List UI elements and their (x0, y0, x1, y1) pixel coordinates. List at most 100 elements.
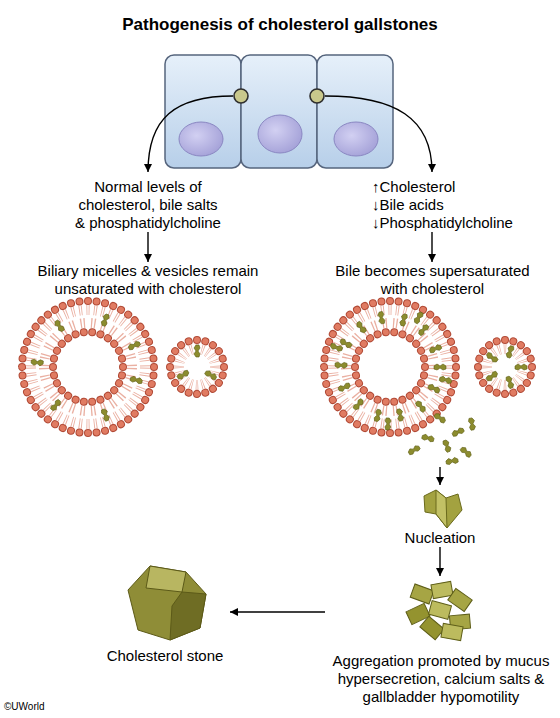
phospholipid-heads (478, 340, 532, 394)
cholesterol-molecule (421, 434, 434, 443)
cell-nucleus (179, 122, 223, 156)
phospholipid-heads (22, 301, 154, 433)
cholesterol-molecule (130, 375, 143, 384)
cholesterol-molecule (176, 369, 189, 380)
cell-nucleus (334, 122, 378, 156)
cholesterol-molecule (385, 418, 391, 430)
cholesterol-molecule (53, 319, 65, 332)
cholesterol-molecule (128, 340, 141, 351)
cholesterol-molecule (330, 343, 343, 353)
cholesterol-molecule (505, 376, 514, 389)
cholesterol-molecule (515, 364, 527, 370)
process-step: Biliary micelles & vesicles remain unsat… (33, 262, 263, 442)
cholesterol-molecule (355, 321, 367, 334)
hepatocyte-cell (241, 55, 317, 168)
watermark: ©UWorld (4, 701, 45, 712)
step-text: ↓Bile acids (372, 196, 532, 214)
crystal-block (431, 581, 453, 598)
process-step: Nucleation (400, 485, 480, 547)
step-text: Bile becomes supersaturated with cholest… (330, 262, 535, 298)
cholesterol-stone (128, 566, 206, 640)
cholesterol-crystal (424, 490, 462, 528)
cholesterol-molecule (50, 399, 62, 412)
secretion-arrow (325, 96, 432, 172)
step-text: Cholesterol stone (100, 647, 230, 665)
flow-arrow (439, 547, 440, 576)
cholesterol-stone (146, 566, 186, 592)
cholesterol-molecule (429, 344, 442, 354)
cholesterol-stone (170, 592, 206, 640)
cholesterol-molecule (468, 418, 476, 431)
cholesterol-molecule (335, 362, 347, 368)
cholesterol-molecule (352, 398, 364, 411)
step-text: ↓Phosphatidylcholine (372, 214, 532, 232)
cholesterol-molecule (413, 311, 424, 324)
cholesterol-molecule (396, 408, 404, 421)
lipid-tails (31, 310, 145, 424)
hepatocyte-cell (165, 55, 241, 168)
cholesterol-molecule (417, 323, 429, 336)
cholesterol-molecule (194, 345, 200, 357)
crystal-block (448, 589, 472, 612)
phospholipid-heads (53, 332, 123, 402)
cholesterol-molecule (100, 313, 110, 326)
cholesterol-molecule (374, 409, 383, 422)
cholesterol-molecule (338, 382, 351, 392)
crystal-block (410, 584, 434, 604)
phospholipid-heads (22, 301, 154, 433)
canalicular-transporter (310, 89, 324, 103)
phospholipid-heads (355, 332, 425, 402)
cholesterol-molecule (433, 412, 446, 424)
cholesterol-molecule (451, 427, 464, 438)
process-step: Cholesterol stone (100, 565, 230, 665)
cholesterol-molecule (399, 313, 408, 326)
cholesterol-molecule (407, 444, 420, 455)
lipid-tails (44, 323, 132, 411)
cell-nucleus (258, 115, 302, 153)
cholesterol-molecule (446, 457, 459, 465)
diagram-title: Pathogenesis of cholesterol gallstones (0, 15, 560, 35)
flow-arrow (147, 232, 148, 262)
flow-arrow (431, 232, 432, 262)
secretion-arrow (148, 96, 233, 172)
cholesterol-molecule (485, 370, 498, 382)
step-text: ↑Cholesterol (372, 178, 532, 196)
flow-arrow (439, 467, 440, 485)
crystal-block (429, 601, 452, 620)
crystal-block (441, 623, 463, 640)
hepatocyte-cell (317, 55, 393, 168)
cholesterol-molecule (415, 400, 427, 413)
cholesterol-molecule (434, 364, 446, 370)
lipid-tails (333, 310, 447, 424)
cholesterol-molecule (505, 345, 514, 358)
process-step: Normal levels of cholesterol, bile salts… (73, 178, 223, 232)
cholesterol-molecule (442, 439, 452, 452)
phospholipid-heads (170, 340, 224, 394)
cholesterol-molecule (427, 383, 440, 394)
lipid-tails (346, 323, 434, 411)
flow-arrow (230, 611, 325, 612)
cholesterol-molecule (204, 369, 217, 380)
phospholipid-heads (355, 332, 425, 402)
cholesterol-molecule (459, 446, 472, 458)
step-text: Biliary micelles & vesicles remain unsat… (33, 262, 263, 298)
process-step: Bile becomes supersaturated with cholest… (330, 262, 535, 467)
cholesterol-molecule (101, 408, 111, 421)
cholesterol-molecule (485, 352, 498, 364)
phospholipid-heads (324, 301, 456, 433)
step-text: Nucleation (400, 529, 480, 547)
step-text: Normal levels of cholesterol, bile salts… (73, 178, 223, 232)
cholesterol-molecule (31, 359, 43, 366)
phospholipid-heads (170, 340, 224, 394)
cholesterol-molecule (439, 376, 452, 385)
process-step: Aggregation promoted by mucus hypersecre… (325, 576, 557, 706)
phospholipid-heads (324, 301, 456, 433)
step-text: Aggregation promoted by mucus hypersecre… (328, 652, 554, 706)
cholesterol-crystal (436, 490, 447, 528)
phospholipid-heads (53, 332, 123, 402)
cholesterol-molecule (377, 311, 385, 324)
phospholipid-heads (478, 340, 532, 394)
canalicular-transporter (234, 89, 248, 103)
crystal-block (420, 616, 444, 640)
process-step: ↑Cholesterol↓Bile acids↓Phosphatidylchol… (372, 178, 532, 232)
